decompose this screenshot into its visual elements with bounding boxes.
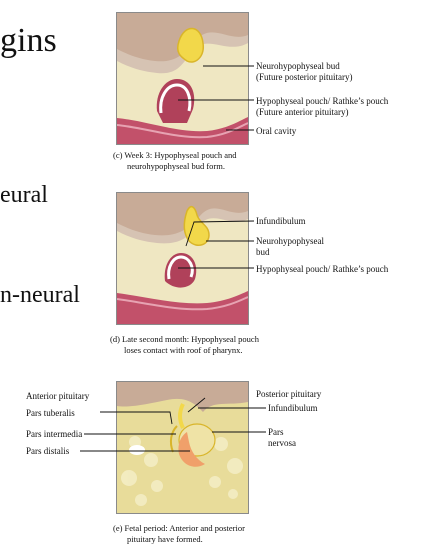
caption-panel-d-line1: (d) Late second month: Hypophyseal pouch bbox=[110, 334, 259, 344]
caption-panel-c-line2: neurohypophyseal bud form. bbox=[127, 160, 225, 171]
slide-bullet-fragment-neural: eural bbox=[0, 182, 48, 208]
slide-bullet-fragment-non-neural: n-neural bbox=[0, 282, 80, 308]
label-pars-tuberalis: Pars tuberalis bbox=[26, 408, 75, 418]
leader-posterior bbox=[187, 397, 206, 413]
label-pars-distalis: Pars distalis bbox=[26, 446, 70, 456]
label-hypophyseal-pouch-d: Hypophyseal pouch/ Rathke’s pouch bbox=[256, 264, 389, 274]
caption-panel-c-line1: (c) Week 3: Hypophyseal pouch and bbox=[113, 150, 237, 160]
slide-heading-fragment: gins bbox=[0, 22, 57, 59]
label-infundibulum-e: Infundibulum bbox=[268, 403, 318, 413]
label-future-anterior-pituitary: (Future anterior pituitary) bbox=[256, 107, 349, 117]
label-future-posterior-pituitary: (Future posterior pituitary) bbox=[256, 72, 353, 82]
label-pars-intermedia: Pars intermedia bbox=[26, 429, 83, 439]
caption-panel-c: (c) Week 3: Hypophyseal pouch and neuroh… bbox=[113, 150, 237, 171]
panel-e-illustration bbox=[116, 381, 249, 514]
label-posterior-pituitary: Posterior pituitary bbox=[256, 389, 322, 399]
leader-pars-tuberalis bbox=[100, 411, 173, 425]
caption-panel-e-line1: (e) Fetal period: Anterior and posterior bbox=[113, 523, 245, 533]
caption-panel-e: (e) Fetal period: Anterior and posterior… bbox=[113, 523, 245, 544]
label-infundibulum-d: Infundibulum bbox=[256, 216, 306, 226]
label-pars-nervosa-1: Pars bbox=[268, 427, 284, 437]
label-hypophyseal-pouch: Hypophyseal pouch/ Rathke’s pouch bbox=[256, 96, 389, 106]
panel-d-illustration bbox=[116, 192, 249, 325]
caption-panel-d: (d) Late second month: Hypophyseal pouch… bbox=[110, 334, 259, 355]
leader-infundibulum-d bbox=[185, 220, 255, 247]
label-neurohypophyseal-bud: Neurohypophyseal bud bbox=[256, 61, 340, 71]
label-oral-cavity: Oral cavity bbox=[256, 126, 297, 136]
caption-panel-e-line2: pituitary have formed. bbox=[127, 533, 203, 544]
label-anterior-pituitary: Anterior pituitary bbox=[26, 391, 90, 401]
label-pars-nervosa-2: nervosa bbox=[268, 438, 296, 448]
label-neurohypophyseal-bud-d: Neurohypophyseal bbox=[256, 236, 324, 246]
panel-c-illustration bbox=[116, 12, 249, 145]
label-bud-d: bud bbox=[256, 247, 270, 257]
caption-panel-d-line2: loses contact with roof of pharynx. bbox=[124, 344, 243, 355]
